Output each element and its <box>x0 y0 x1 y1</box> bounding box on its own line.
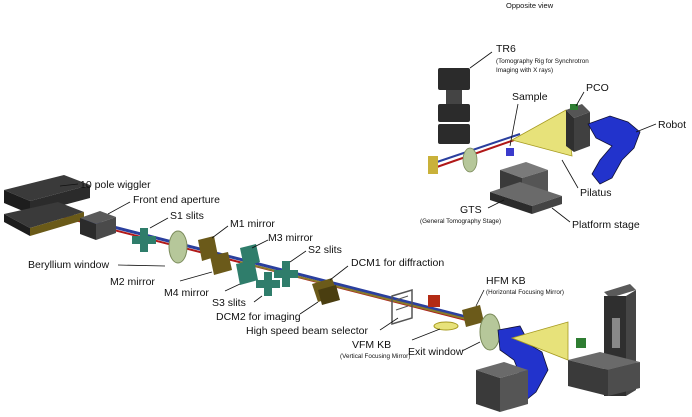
exit-window-label: Exit window <box>408 346 464 358</box>
m1-mirror-label: M1 mirror <box>230 218 275 230</box>
opposite-view-title: Opposite view <box>506 1 554 10</box>
tr6-leader <box>469 51 493 69</box>
dcm-block <box>312 278 340 305</box>
s3-leader <box>253 295 263 303</box>
dcm2-label: DCM2 for imaging <box>216 311 301 323</box>
s1-leader <box>149 217 169 229</box>
gts-leader <box>487 199 505 209</box>
beam-selector-leader <box>379 317 399 331</box>
dcm1-leader <box>329 265 349 281</box>
front-end-leader <box>107 201 131 215</box>
robot-arm-shape <box>587 115 641 185</box>
m1-mirror-shape <box>198 236 218 261</box>
m4-leader <box>224 283 241 292</box>
s2-slits-label: S2 slits <box>308 244 342 256</box>
vfm-kb-sublabel: (Vertical Focusing Mirror) <box>340 353 410 360</box>
exit-window-shape <box>479 313 501 351</box>
s2-leader <box>289 250 307 263</box>
end-station <box>476 284 640 412</box>
m3-leader <box>251 239 269 249</box>
beryllium-window-shape <box>168 230 188 264</box>
wiggler-block <box>4 175 90 236</box>
m4-mirror-label: M4 mirror <box>164 287 209 299</box>
front-end-aperture-block <box>80 211 116 240</box>
wiggler-leader <box>59 183 79 187</box>
s2-slits-shape <box>274 261 298 287</box>
tr6-rig <box>428 68 470 174</box>
beryllium-leader <box>117 264 166 267</box>
gts-label: GTS <box>460 204 482 216</box>
platform-stage-label: Platform stage <box>572 219 640 231</box>
pilatus-leader <box>561 159 579 189</box>
pco-camera <box>566 104 590 152</box>
m2-leader <box>179 271 213 282</box>
hfm-kb-sublabel: (Horizontal Focusing Mirror) <box>486 289 564 296</box>
hfm-leader <box>475 289 485 307</box>
pco-label: PCO <box>586 82 609 94</box>
platform-leader <box>551 207 571 223</box>
wiggler-label: 10 pole wiggler <box>80 179 151 191</box>
robot-label: Robot <box>658 119 686 131</box>
robot-leader <box>635 123 657 133</box>
sample-leader <box>509 103 519 147</box>
beam-selector-label: High speed beam selector <box>246 325 368 337</box>
m1-leader <box>211 225 229 239</box>
inset-beams <box>433 133 521 169</box>
tr6-label: TR6 <box>496 43 516 55</box>
tr6-sublabel-2: Imaging with X rays) <box>496 67 553 74</box>
exit-window-leader <box>461 341 481 352</box>
m4-mirror-shape <box>236 260 258 285</box>
front-end-aperture-label: Front end aperture <box>133 194 220 206</box>
gts-stage <box>490 162 562 214</box>
beam-selector-shape <box>391 288 440 326</box>
dcm1-label: DCM1 for diffraction <box>351 257 444 269</box>
beryllium-window-label: Beryllium window <box>28 259 110 271</box>
tr6-sublabel-1: (Tomography Rig for Synchrotron <box>496 58 589 65</box>
vfm-kb-shape <box>433 321 459 331</box>
m2-mirror-shape <box>210 252 232 275</box>
m3-mirror-shape <box>240 244 260 267</box>
s1-slits-shape <box>132 228 156 252</box>
m2-mirror-label: M2 mirror <box>110 276 155 288</box>
sample-label: Sample <box>512 91 548 103</box>
hfm-kb-shape <box>462 305 484 327</box>
vfm-leader <box>411 328 441 341</box>
dcm2-leader <box>299 301 319 315</box>
gts-sublabel: (General Tomography Stage) <box>420 218 501 225</box>
pco-leader <box>575 91 585 107</box>
pilatus-label: Pilatus <box>580 187 612 199</box>
s1-slits-label: S1 slits <box>170 210 204 222</box>
vfm-kb-label: VFM KB <box>352 339 391 351</box>
m3-mirror-label: M3 mirror <box>268 232 313 244</box>
s3-slits-shape <box>256 272 280 296</box>
s3-slits-label: S3 slits <box>212 297 246 309</box>
sample-shape <box>506 148 514 156</box>
inset-window-shape <box>462 147 478 173</box>
hfm-kb-label: HFM KB <box>486 275 526 287</box>
pilatus-cone <box>510 109 573 157</box>
